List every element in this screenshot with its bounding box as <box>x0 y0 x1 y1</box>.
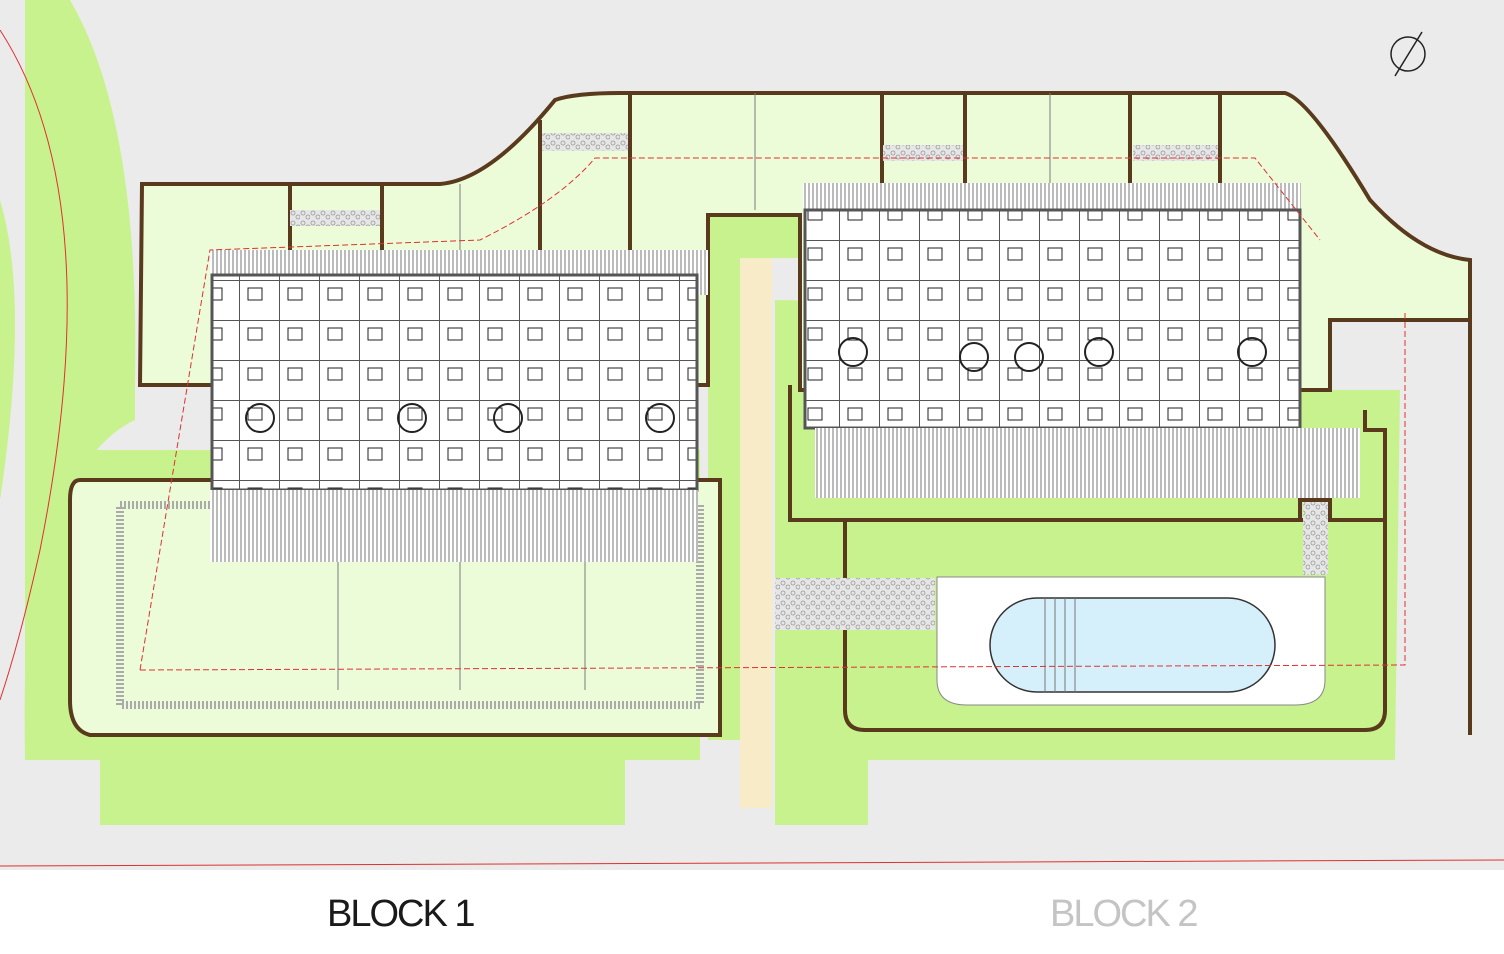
property-boundary <box>139 157 1406 671</box>
block-2-label[interactable]: BLOCK 2 <box>1050 893 1199 935</box>
walkway <box>740 258 772 808</box>
swimming-pool <box>989 597 1276 693</box>
block1-building <box>210 250 708 562</box>
block2-building <box>803 183 1360 498</box>
verge-far-left <box>0 200 15 500</box>
north-arrow-icon <box>1390 31 1426 77</box>
verge-left <box>25 0 136 760</box>
block-1-label[interactable]: BLOCK 1 <box>327 893 476 935</box>
stone-path <box>775 578 935 630</box>
